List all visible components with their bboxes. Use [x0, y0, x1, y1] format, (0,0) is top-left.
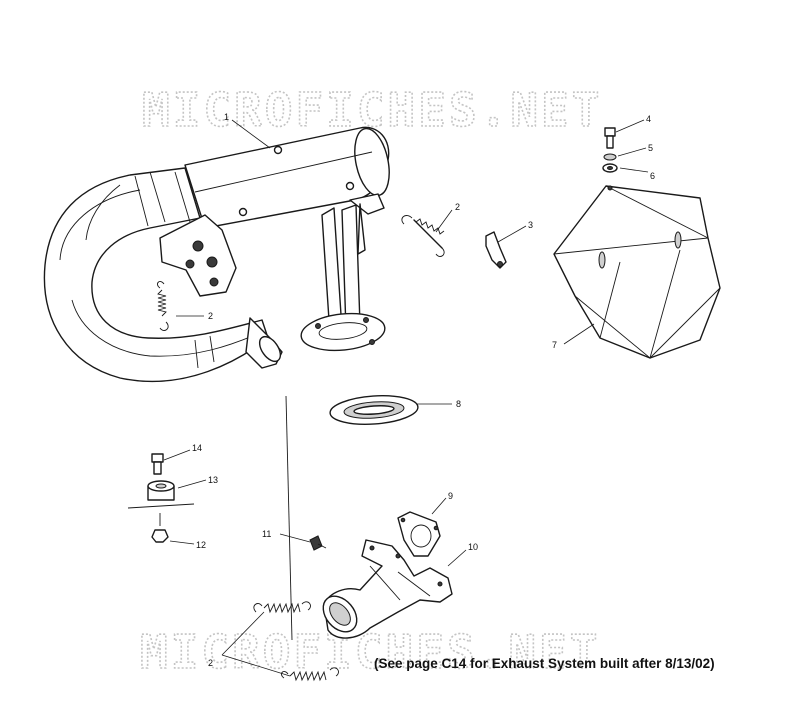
- callout-2-upper: 2: [455, 202, 460, 212]
- callout-6: 6: [650, 171, 655, 181]
- callout-8: 8: [456, 399, 461, 409]
- assembly-guide-line: [285, 395, 293, 641]
- callout-2-left: 2: [208, 311, 213, 321]
- callout-14: 14: [192, 443, 202, 453]
- callout-4: 4: [646, 114, 651, 124]
- spring-lower-2: [281, 667, 339, 682]
- callout-13: 13: [208, 475, 218, 485]
- small-bolt: [309, 535, 327, 551]
- flange-gasket: [397, 511, 441, 557]
- spring-left: [157, 281, 169, 331]
- callout-5: 5: [648, 143, 653, 153]
- callout-3: 3: [528, 220, 533, 230]
- mount-stack: [127, 453, 195, 543]
- exhaust-note: (See page C14 for Exhaust System built a…: [374, 656, 715, 671]
- callout-9: 9: [448, 491, 453, 501]
- callout-7: 7: [552, 340, 557, 350]
- callout-1: 1: [224, 112, 229, 122]
- spring-upper-right: [401, 215, 445, 257]
- exhaust-manifold: [322, 539, 453, 639]
- callout-11: 11: [262, 529, 271, 539]
- callout-2-lower: 2: [208, 658, 213, 668]
- watermark-bottom: MICROFICHES.NET: [140, 625, 600, 679]
- spring-lower-1: [253, 601, 311, 614]
- callout-12: 12: [196, 540, 206, 550]
- callout-10: 10: [468, 542, 478, 552]
- bolt-washer-stack: [602, 127, 618, 173]
- callouts: 1 2 2 3 4 5 6 7 8 9 10 11 12 13 14 2: [192, 112, 655, 668]
- mount-bracket: [485, 231, 507, 269]
- gasket-ring: [329, 395, 419, 425]
- heat-shield: [553, 185, 721, 359]
- exhaust-pipe-assembly: [43, 126, 390, 383]
- leader-lines: [163, 119, 649, 677]
